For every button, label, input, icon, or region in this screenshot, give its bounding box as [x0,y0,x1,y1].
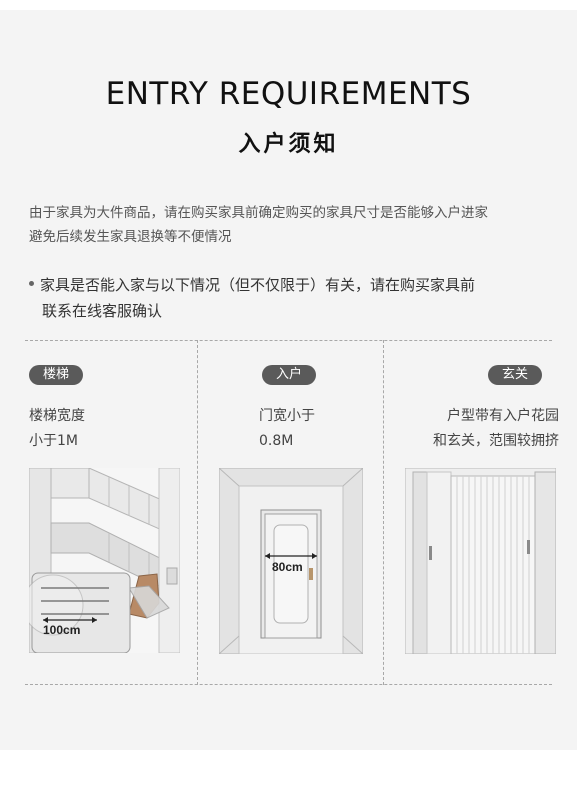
page-title-cn: 入户须知 [238,132,339,157]
page-title-en: ENTRY REQUIREMENTS [105,76,472,112]
stairs-desc-line-1: 楼梯宽度 [29,408,85,424]
notice-line-1: 家具是否能入家与以下情况（但不仅限于）有关，请在购买家具前 [40,276,476,294]
staircase-illustration-icon: 100cm [29,468,180,653]
hallway-desc-line-1: 户型带有入户花园 [447,408,559,424]
grid-column-divider-1 [197,340,198,685]
tag-entrance: 入户 [262,365,317,385]
notice-line-2: 联系在线客服确认 [42,302,163,320]
intro-line-1: 由于家具为大件商品，请在购买家具前确定购买的家具尺寸是否能够入户进家 [29,205,488,221]
door-illustration-icon: 80cm [219,468,363,654]
hallway-desc-line-2: 和玄关，范围较拥挤 [433,433,559,449]
hallway-description: 户型带有入户花园 和玄关，范围较拥挤 [415,404,559,454]
entrance-desc-line-1: 门宽小于 [259,408,315,424]
grid-bottom-divider [25,684,552,685]
intro-text: 由于家具为大件商品，请在购买家具前确定购买的家具尺寸是否能够入户进家 避免后续发… [29,201,554,249]
entrance-description: 门宽小于 0.8M [259,404,315,454]
tag-hallway: 玄关 [488,365,543,385]
entryway-illustration-icon [405,468,556,654]
grid-top-divider [25,340,552,341]
notice-bullet: 家具是否能入家与以下情况（但不仅限于）有关，请在购买家具前 联系在线客服确认 [29,272,559,324]
stairs-measure-label: 100cm [43,623,80,637]
intro-line-2: 避免后续发生家具退换等不便情况 [29,229,232,245]
tag-stairs: 楼梯 [29,365,84,385]
grid-column-divider-2 [383,340,384,685]
door-measure-label: 80cm [272,560,303,574]
entrance-desc-line-2: 0.8M [259,433,294,449]
bullet-dot-icon [29,281,34,286]
stairs-desc-line-2: 小于1M [29,433,78,449]
stairs-description: 楼梯宽度 小于1M [29,404,85,454]
